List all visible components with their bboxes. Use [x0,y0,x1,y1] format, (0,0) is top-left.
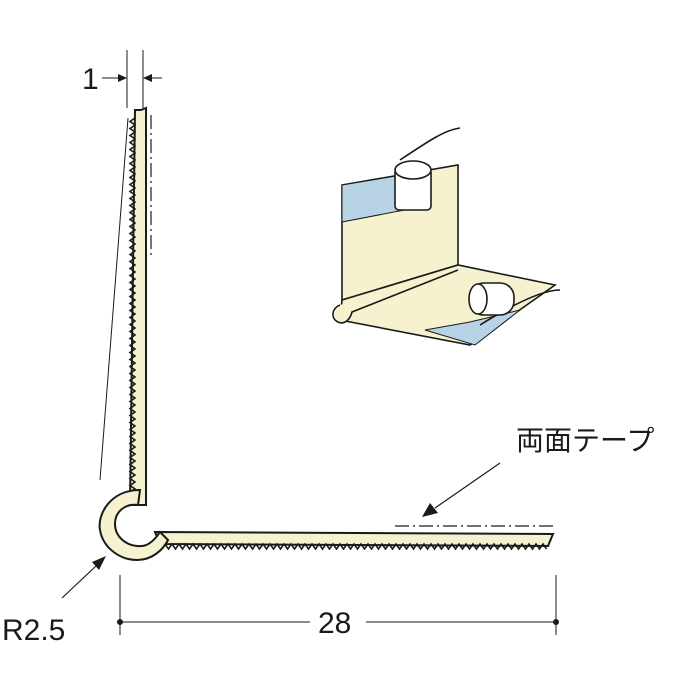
top-peg [394,160,432,211]
profile-cross-section [98,106,555,562]
installed-3d-illustration [332,127,561,346]
rail-bottom [479,289,561,326]
thickness-label: 1 [82,63,99,96]
floor-tape [424,309,521,346]
vertical-serration [128,117,137,494]
joint-bead [332,269,459,324]
tape-label: 両面テープ [516,425,654,456]
outer-edge-line [99,117,129,481]
rail-top [399,127,461,161]
length-dimension: 28 [117,575,559,640]
corner-bead [98,488,170,562]
radius-dimension: R2.5 [2,556,106,647]
thickness-dimension: 1 [82,50,162,108]
length-label: 28 [318,607,351,640]
tape-callout: 両面テープ [422,425,654,517]
horizontal-serration [164,542,548,551]
radius-label: R2.5 [2,614,65,647]
bottom-peg [468,282,515,316]
